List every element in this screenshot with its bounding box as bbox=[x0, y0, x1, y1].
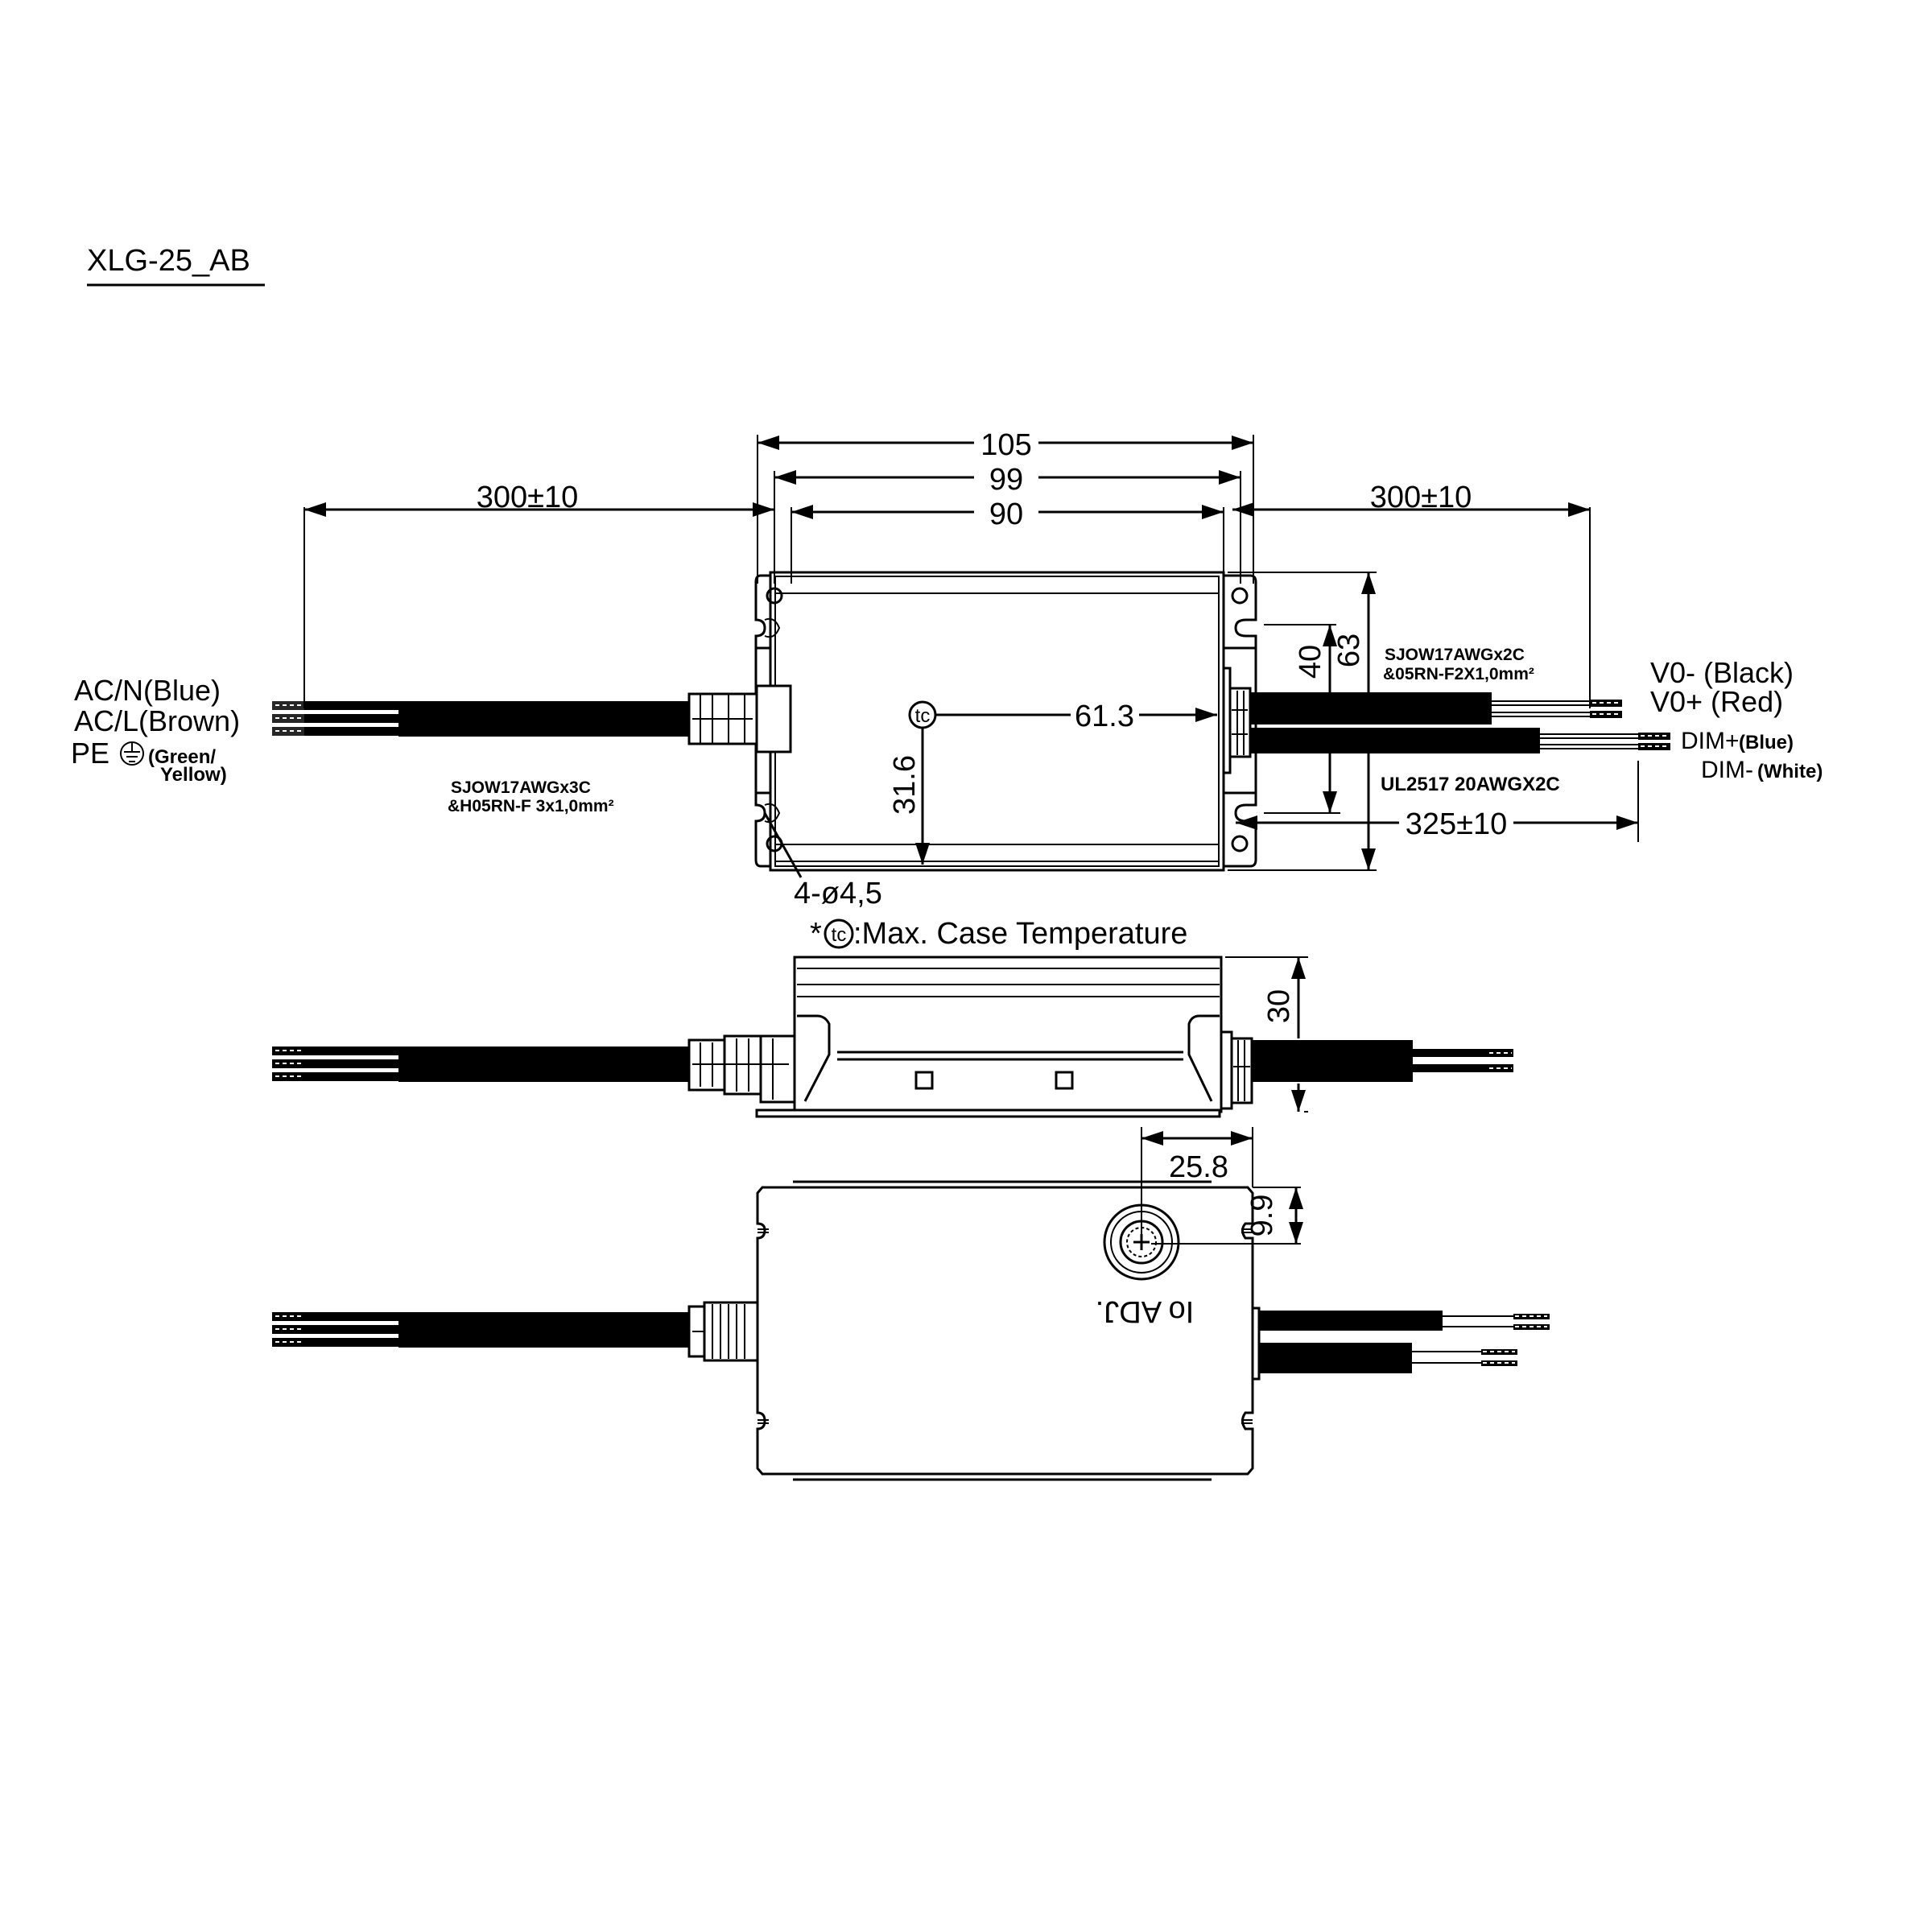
side-output-cable bbox=[1252, 1040, 1513, 1082]
case-body bbox=[769, 571, 1225, 872]
svg-text:9.9: 9.9 bbox=[1245, 1195, 1279, 1237]
dimension-hole-pitch: 99 bbox=[774, 463, 1241, 497]
svg-text:300±10: 300±10 bbox=[477, 481, 579, 514]
input-cable-spec: SJOW17AWGx3C &H05RN-F 3x1,0mm² bbox=[448, 778, 614, 815]
svg-text::Max. Case Temperature: :Max. Case Temperature bbox=[853, 917, 1187, 951]
bottom-body bbox=[756, 1186, 1254, 1476]
tc-x-dimension: 61.3 bbox=[1075, 700, 1134, 733]
bottom-input-cable bbox=[272, 1312, 689, 1348]
svg-text:30: 30 bbox=[1262, 989, 1296, 1023]
svg-text:90: 90 bbox=[989, 497, 1023, 531]
svg-text:25.8: 25.8 bbox=[1169, 1150, 1228, 1184]
svg-text:tc: tc bbox=[832, 924, 847, 946]
dimension-height: 30 bbox=[1225, 956, 1308, 1113]
left-mount-flange-top bbox=[754, 574, 783, 650]
dimension-hole-spacing: 40 bbox=[1264, 624, 1340, 814]
dimension-overall-width: 63 bbox=[1228, 572, 1377, 871]
input-cable-gland bbox=[687, 684, 792, 753]
dimension-adj-offset-y: 9.9 bbox=[1151, 1187, 1303, 1245]
top-view: 105 99 90 300±10 300±10 bbox=[71, 428, 1823, 951]
svg-text:325±10: 325±10 bbox=[1406, 807, 1508, 841]
side-input-cable bbox=[272, 1046, 689, 1082]
svg-text:&05RN-F2X1,0mm²: &05RN-F2X1,0mm² bbox=[1383, 665, 1534, 683]
svg-text:SJOW17AWGx2C: SJOW17AWGx2C bbox=[1385, 646, 1525, 664]
wire-label-dim-plus: DIM+ bbox=[1681, 728, 1740, 754]
svg-text:40: 40 bbox=[1294, 645, 1327, 679]
output-cable bbox=[1250, 692, 1622, 724]
side-body bbox=[793, 956, 1223, 1113]
side-slot-left bbox=[914, 1071, 934, 1090]
right-mount-flange-bottom bbox=[1224, 791, 1257, 868]
svg-text:63: 63 bbox=[1332, 634, 1366, 667]
svg-text:SJOW17AWGx3C: SJOW17AWGx3C bbox=[451, 778, 591, 797]
svg-text:*: * bbox=[810, 917, 822, 951]
bottom-view: Io ADJ. 25.8 9.9 bbox=[272, 1127, 1550, 1481]
svg-text:tc: tc bbox=[915, 705, 931, 727]
side-input-gland bbox=[687, 1034, 796, 1104]
side-slot-right bbox=[1055, 1071, 1074, 1090]
dimension-input-cable-length: 300±10 bbox=[304, 481, 774, 517]
svg-text:(Green/: (Green/ bbox=[148, 746, 216, 768]
bottom-input-gland bbox=[687, 1301, 759, 1362]
svg-text:99: 99 bbox=[989, 463, 1023, 497]
wire-label-ac-n: AC/N(Blue) bbox=[74, 674, 221, 707]
output-cable-spec: SJOW17AWGx2C &05RN-F2X1,0mm² bbox=[1383, 646, 1534, 683]
dim-cable-spec: UL2517 20AWGX2C bbox=[1381, 774, 1560, 795]
wire-label-vo-plus: V0+ (Red) bbox=[1650, 685, 1783, 718]
dimension-adj-offset-x: 25.8 bbox=[1141, 1127, 1253, 1242]
tc-note-symbol-icon bbox=[824, 919, 854, 949]
wire-label-ac-l: AC/L(Brown) bbox=[74, 704, 240, 737]
left-mount-flange-bottom bbox=[754, 791, 783, 868]
input-wire-labels: AC/N(Blue) AC/L(Brown) PE (Green/ Yellow… bbox=[71, 674, 240, 786]
earth-ground-icon bbox=[120, 741, 144, 766]
side-output-gland bbox=[1220, 1030, 1253, 1110]
output-wire-labels: V0- (Black) V0+ (Red) DIM+ (Blue) DIM- (… bbox=[1650, 656, 1823, 783]
right-mount-flange-top bbox=[1224, 574, 1257, 650]
drawing-title: XLG-25_AB bbox=[87, 244, 265, 287]
side-view: 30 bbox=[272, 956, 1513, 1118]
svg-text:&H05RN-F 3x1,0mm²: &H05RN-F 3x1,0mm² bbox=[448, 797, 614, 815]
dimension-output-cable-length: 300±10 bbox=[1232, 481, 1590, 517]
wire-label-vo-minus: V0- (Black) bbox=[1650, 656, 1794, 689]
bottom-output-glands bbox=[1251, 1307, 1261, 1381]
tc-note: * tc :Max. Case Temperature bbox=[810, 917, 1187, 951]
output-cable-gland bbox=[1222, 667, 1252, 774]
wire-label-dim-minus: DIM- bbox=[1701, 757, 1753, 783]
io-adj-label: Io ADJ. bbox=[1096, 1294, 1195, 1328]
svg-text:105: 105 bbox=[980, 428, 1031, 462]
dimension-dim-cable-length: 325±10 bbox=[1236, 761, 1639, 842]
tc-point: tc 61.3 31.6 bbox=[888, 700, 1217, 865]
svg-text:(White): (White) bbox=[1757, 761, 1823, 782]
bottom-output-cable bbox=[1259, 1311, 1550, 1331]
dimension-overall-length: 105 bbox=[758, 428, 1253, 462]
dimension-body-length: 90 bbox=[791, 497, 1224, 531]
tc-y-dimension: 31.6 bbox=[888, 755, 922, 815]
svg-text:300±10: 300±10 bbox=[1370, 481, 1472, 514]
model-title: XLG-25_AB bbox=[87, 244, 250, 278]
dim-cable bbox=[1250, 728, 1670, 753]
mount-hole-leader bbox=[763, 812, 803, 878]
input-cable bbox=[272, 701, 689, 737]
bottom-dim-cable bbox=[1259, 1343, 1517, 1373]
svg-text:Yellow): Yellow) bbox=[160, 764, 227, 786]
svg-text:(Blue): (Blue) bbox=[1739, 732, 1794, 753]
mount-hole-label: 4-ø4,5 bbox=[794, 877, 882, 910]
wire-label-pe: PE bbox=[71, 737, 109, 770]
